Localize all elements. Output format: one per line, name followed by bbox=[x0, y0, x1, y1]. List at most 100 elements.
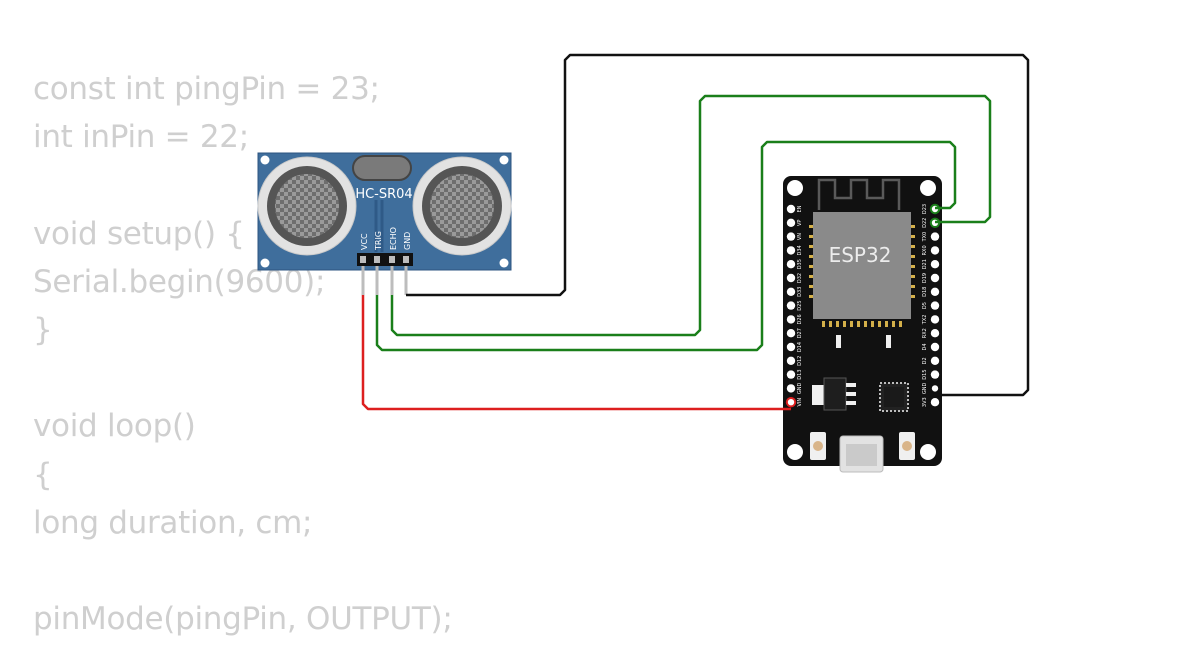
pin-label-d27: D27 bbox=[797, 328, 803, 338]
wire-trig-to-esp32-d23[interactable] bbox=[375, 140, 957, 352]
usb-uart-chip bbox=[879, 382, 909, 412]
pin-label-d15: D15 bbox=[922, 369, 928, 379]
esp32-pin-d15[interactable] bbox=[930, 370, 940, 379]
sensor-header bbox=[357, 253, 413, 266]
pin-label-d34: D34 bbox=[797, 245, 803, 255]
code-listing: const int pingPin = 23; int inPin = 22; … bbox=[33, 68, 453, 646]
mount-hole bbox=[499, 258, 509, 268]
esp32-pin-d27[interactable] bbox=[786, 329, 796, 338]
pin-label-d13: D13 bbox=[797, 369, 803, 379]
pin-label-rx2: RX2 bbox=[922, 328, 928, 338]
hc-sr04-sensor[interactable]: HC-SR04 VCC TRIG ECHO GND bbox=[257, 152, 512, 295]
mount-hole bbox=[499, 155, 509, 165]
pin-label-d18: D18 bbox=[922, 287, 928, 297]
voltage-regulator bbox=[812, 377, 856, 411]
pin-label-d5: D5 bbox=[922, 302, 928, 309]
code-line: long duration, cm; bbox=[33, 504, 313, 541]
pin-label-gnd: GND bbox=[797, 383, 803, 395]
transducer-left bbox=[257, 156, 357, 256]
mount-hole bbox=[787, 444, 803, 460]
wires bbox=[361, 53, 1030, 411]
code-line: { bbox=[33, 456, 53, 493]
pin-label-d22: D22 bbox=[922, 218, 928, 228]
esp32-pin-vin[interactable] bbox=[785, 397, 797, 408]
mount-hole bbox=[920, 444, 936, 460]
pin-label-d12: D12 bbox=[797, 356, 803, 366]
wire-echo-to-esp32-d22[interactable] bbox=[390, 94, 992, 337]
code-line: } bbox=[33, 311, 53, 348]
esp32-pin-d5[interactable] bbox=[930, 301, 940, 310]
pin-label-d19: D19 bbox=[922, 273, 928, 283]
pin-label-d33: D33 bbox=[797, 287, 803, 297]
pin-label-vin: VIN bbox=[797, 398, 803, 407]
capacitor bbox=[886, 335, 891, 348]
sensor-pin-legs bbox=[361, 266, 408, 295]
code-line: const int pingPin = 23; bbox=[33, 71, 380, 107]
code-line: void setup() { bbox=[33, 215, 245, 252]
esp32-pin-d34[interactable] bbox=[786, 246, 796, 255]
esp32-pin-d14[interactable] bbox=[786, 342, 796, 352]
esp32-board[interactable]: ESP32 bbox=[783, 176, 942, 473]
pin-label-vp: VP bbox=[797, 220, 803, 226]
board-label: ESP32 bbox=[829, 243, 892, 267]
esp32-pin-d25[interactable] bbox=[786, 301, 796, 310]
module-side-pads bbox=[809, 225, 915, 298]
esp32-pin-d35[interactable] bbox=[786, 260, 796, 269]
code-line: void loop() bbox=[33, 408, 196, 445]
esp32-pin-rx0[interactable] bbox=[930, 246, 940, 255]
esp32-pin-vn[interactable] bbox=[786, 232, 796, 241]
esp32-pin-d12[interactable] bbox=[786, 356, 796, 365]
pin-label-trig: TRIG bbox=[374, 231, 383, 251]
pin-label-d4: D4 bbox=[922, 343, 928, 350]
esp32-pin-d2[interactable] bbox=[930, 356, 940, 365]
micro-usb-port[interactable] bbox=[839, 435, 884, 473]
pin-label-gnd: GND bbox=[922, 383, 928, 395]
esp32-pin-d26[interactable] bbox=[786, 315, 796, 324]
en-button[interactable] bbox=[810, 432, 826, 460]
esp32-pin-d18[interactable] bbox=[930, 287, 940, 296]
pin-label-vcc: VCC bbox=[360, 233, 369, 250]
mount-hole bbox=[787, 180, 803, 196]
esp32-pin-d4[interactable] bbox=[930, 342, 940, 352]
wifi-antenna bbox=[817, 178, 901, 210]
crystal-oscillator bbox=[352, 155, 412, 181]
esp32-pin-d32[interactable] bbox=[786, 273, 796, 283]
esp32-pin-tx0[interactable] bbox=[930, 232, 940, 241]
pin-label-tx2: TX2 bbox=[922, 315, 928, 326]
pin-label-gnd: GND bbox=[403, 232, 412, 250]
pin-label-d23: D23 bbox=[922, 204, 928, 214]
pin-label-d14: D14 bbox=[797, 342, 803, 352]
pin-label-d32: D32 bbox=[797, 273, 803, 283]
pin-label-3v3: 3V3 bbox=[922, 397, 928, 407]
wire-vcc-to-esp32-vin[interactable] bbox=[361, 295, 791, 411]
mount-hole bbox=[920, 180, 936, 196]
mount-hole bbox=[260, 258, 270, 268]
left-pin-header bbox=[785, 204, 797, 408]
pin-label-d21: D21 bbox=[922, 259, 928, 269]
esp32-pin-3v3[interactable] bbox=[930, 398, 940, 407]
esp32-pin-d21[interactable] bbox=[930, 260, 940, 269]
pin-label-echo: ECHO bbox=[389, 227, 398, 250]
esp32-pin-vp[interactable] bbox=[786, 218, 796, 227]
boot-button[interactable] bbox=[899, 432, 915, 460]
right-pin-header bbox=[929, 203, 941, 407]
esp32-pin-d13[interactable] bbox=[786, 370, 796, 379]
pin-label-en: EN bbox=[797, 205, 803, 212]
module-castellations bbox=[822, 321, 902, 327]
pcb-trace bbox=[374, 200, 384, 252]
esp32-pin-tx2[interactable] bbox=[930, 315, 940, 324]
esp32-pin-en[interactable] bbox=[786, 204, 796, 214]
esp32-pin-d33[interactable] bbox=[786, 287, 796, 296]
left-pin-labels: ENVPVND34D35D32D33D25D26D27D14D12D13GNDV… bbox=[797, 205, 803, 406]
capacitor bbox=[836, 335, 841, 348]
pin-label-d26: D26 bbox=[797, 314, 803, 324]
esp32-pin-gnd[interactable] bbox=[786, 384, 796, 393]
wire-gnd-sensor-to-esp32-gnd[interactable] bbox=[406, 53, 1030, 397]
mount-hole bbox=[260, 155, 270, 165]
circuit-diagram: HC-SR04 VCC TRIG ECHO GND ESP32 bbox=[257, 53, 1030, 473]
code-line: int inPin = 22; bbox=[33, 119, 249, 156]
esp32-pin-d19[interactable] bbox=[930, 273, 940, 283]
esp32-pin-rx2[interactable] bbox=[930, 329, 940, 338]
esp32-pin-gnd[interactable] bbox=[929, 383, 941, 394]
sensor-label: HC-SR04 bbox=[355, 187, 412, 202]
